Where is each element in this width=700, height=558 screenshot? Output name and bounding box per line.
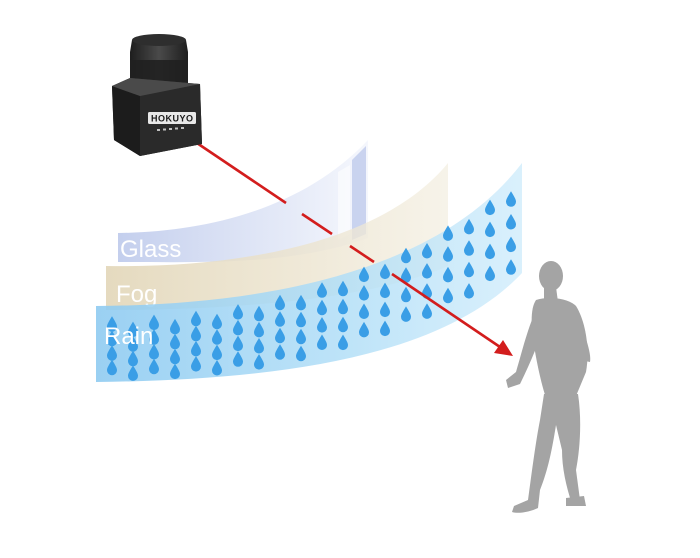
rain-layer: Rain [96,163,522,382]
brand-plate [148,112,196,124]
glass-label: Glass [120,236,181,263]
rain-label: Rain [104,323,153,350]
laser-scanner-icon: HOKUYO [112,34,202,156]
laser-beam [184,133,513,356]
glass-layer: Glass [118,140,368,263]
status-led-group [157,127,184,131]
sensor-brand: HOKUYO [151,114,194,124]
fog-label: Fog [116,281,157,308]
laser-arrowhead-icon [494,340,513,356]
walking-person-icon [506,261,591,513]
